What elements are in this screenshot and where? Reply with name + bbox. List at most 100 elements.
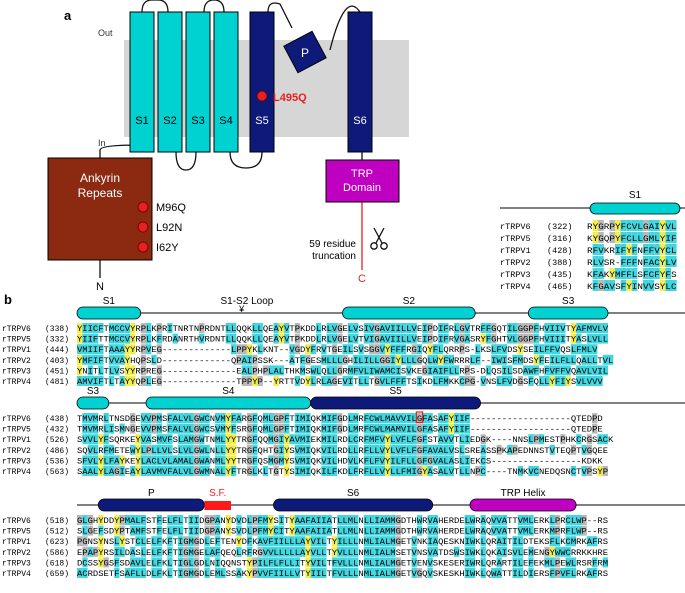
residue-shade [305, 557, 311, 568]
residue-shade [363, 546, 370, 557]
row-start-position: (486) [45, 447, 69, 456]
residue-shade [98, 557, 104, 568]
residue-shade [140, 344, 147, 355]
residue-shade [305, 515, 311, 525]
panel-b-letter: b [4, 292, 12, 307]
residue-shade [406, 323, 412, 333]
residue-shade [146, 376, 152, 386]
residue-shade [454, 423, 460, 434]
residue-shade [87, 413, 93, 423]
residue-shade [130, 344, 136, 355]
residue-shade [236, 515, 242, 525]
residue-shade [570, 444, 577, 455]
residue-shade [167, 536, 173, 547]
residue-shade [273, 413, 279, 423]
residue-shade [643, 244, 649, 255]
topology-cylinder [97, 498, 205, 512]
residue-shade [284, 536, 290, 547]
residue-shade [369, 515, 375, 525]
residue-shade [528, 434, 534, 445]
residue-shade [257, 557, 263, 568]
residue-shade [485, 365, 492, 376]
residue-shade [167, 413, 173, 423]
residue-shade [496, 568, 502, 578]
residue-shade [347, 536, 354, 547]
residue-shade [204, 466, 210, 476]
residue-shade [204, 525, 210, 536]
residue-shade [294, 525, 301, 536]
residue-shade [337, 354, 343, 365]
residue-shade [294, 536, 301, 547]
residue-shade [528, 515, 534, 525]
residue-shade [87, 466, 93, 476]
residue-shade [544, 557, 550, 568]
residue-shade [230, 466, 237, 476]
residue-shade [390, 536, 396, 547]
loop-s1-s2 [141, 0, 169, 152]
residue-shade [167, 423, 173, 434]
residue-shade [321, 423, 327, 434]
residue-shade [294, 557, 301, 568]
residue-shade [347, 344, 354, 355]
helix-s1 [129, 11, 155, 153]
residue-shade [156, 546, 162, 557]
out-label: Out [98, 28, 113, 38]
ankyrin-mutation-label: L92N [156, 222, 182, 234]
residue-shade [92, 323, 99, 333]
residue-shade [411, 568, 417, 578]
residue-shade [321, 525, 327, 536]
residue-shade [119, 423, 125, 434]
residue-shade [209, 515, 216, 525]
residue-shade [204, 546, 210, 557]
residue-shade [507, 323, 513, 333]
residue-shade [321, 354, 327, 365]
row-start-position: (338) [45, 325, 69, 334]
residue-shade [215, 455, 221, 466]
residue-shade [395, 444, 401, 455]
pore-helix-label: P [301, 46, 309, 60]
residue-shade [464, 568, 470, 578]
residue-shade [326, 365, 332, 376]
residue-shade [554, 376, 561, 386]
residue-shade [654, 256, 660, 267]
row-start-position: (536) [45, 457, 69, 466]
residue-shade [114, 546, 120, 557]
residue-shade [146, 344, 152, 355]
residue-shade [438, 376, 444, 386]
residue-shade [379, 525, 385, 536]
residue-shade [358, 344, 364, 355]
row-species-name: rTRPV2 [2, 357, 31, 366]
residue-shade [82, 423, 88, 434]
residue-shade [384, 344, 391, 355]
residue-shade [130, 515, 136, 525]
residue-shade [124, 354, 131, 365]
residue-shade [501, 344, 508, 355]
residue-shade [114, 455, 120, 466]
residue-shade [183, 423, 189, 434]
residue-shade [151, 354, 157, 365]
residue-shade [374, 525, 380, 536]
residue-shade [337, 568, 343, 578]
row-species-name: rTRPV6 [2, 415, 31, 424]
residue-shade [528, 557, 534, 568]
residue-shade [114, 525, 120, 536]
residue-shade [570, 515, 577, 525]
helix-label-s3: S3 [191, 115, 204, 127]
residue-shade [406, 423, 412, 434]
pore-helix [283, 30, 327, 74]
residue-shade [140, 525, 147, 536]
residue-shade [342, 354, 348, 365]
row-start-position: (432) [45, 426, 69, 435]
residue-shade [252, 466, 258, 476]
inset-row-position: (428) [547, 246, 573, 256]
residue-shade [215, 536, 221, 547]
residue-shade [443, 434, 449, 445]
residue-shade [598, 280, 604, 291]
residue-shade [188, 444, 194, 455]
residue-shade [278, 444, 285, 455]
residue-shade [199, 434, 205, 445]
row-start-position: (438) [45, 415, 69, 424]
ankyrin-repeats-box [47, 157, 153, 261]
residue-shade [538, 354, 545, 365]
